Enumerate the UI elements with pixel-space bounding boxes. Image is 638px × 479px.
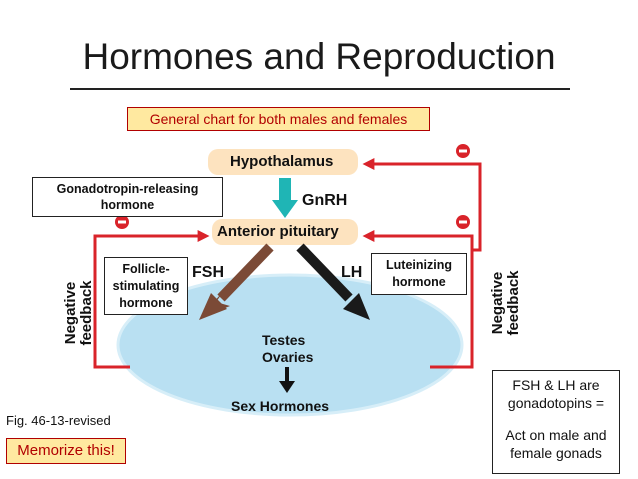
fsh-arrow-shaft — [217, 243, 274, 302]
lh-arrow-head — [343, 293, 370, 320]
hypothalamus-glow — [208, 149, 358, 175]
ovaries-label: Ovaries — [262, 349, 314, 365]
pituitary-glow — [212, 219, 358, 245]
fsh-callout-text: Follicle-stimulating hormone — [112, 262, 180, 310]
lh-label: LH — [341, 264, 363, 281]
memorize-text: Memorize this! — [17, 442, 115, 459]
gonadotropin-info-line1: FSH & LH are gonadotopins = — [507, 377, 605, 411]
inhibition-symbol-top — [456, 144, 470, 158]
lh-callout-text: Luteinizing hormone — [386, 258, 452, 289]
fsh-callout: Follicle-stimulating hormone — [104, 257, 188, 315]
gnrh-label: GnRH — [302, 192, 348, 209]
sex-hormone-arrow-head — [279, 381, 295, 393]
anterior-pituitary-label: Anterior pituitary — [217, 223, 339, 240]
subtitle-box: General chart for both males and females — [127, 107, 430, 131]
right-feedback-loop-pituitary — [362, 230, 474, 369]
testes-label: Testes — [262, 332, 306, 348]
left-feedback-loop — [93, 230, 210, 369]
lh-arrow-shaft — [296, 243, 353, 302]
gonadotropin-info-box: FSH & LH are gonadotopins = Act on male … — [492, 370, 620, 474]
subtitle-text: General chart for both males and females — [149, 111, 408, 127]
memorize-box: Memorize this! — [6, 438, 126, 464]
negative-feedback-right-label: Negative feedback — [489, 270, 522, 336]
right-feedback-loop-hypothalamus — [362, 158, 482, 252]
figure-reference: Fig. 46-13-revised — [6, 413, 111, 428]
negative-feedback-left-label: Negative feedback — [62, 280, 95, 346]
title-underline — [70, 88, 570, 90]
inhibition-symbol-middle — [456, 215, 470, 229]
gonadotropin-info-line2: Act on male and female gonads — [505, 427, 607, 461]
page-title: Hormones and Reproduction — [82, 36, 556, 77]
gnrh-arrow — [272, 178, 298, 218]
gnrh-callout: Gonadotropin-releasing hormone — [32, 177, 223, 217]
sex-hormones-label: Sex Hormones — [231, 398, 330, 414]
fsh-label: FSH — [192, 264, 224, 281]
gnrh-callout-text: Gonadotropin-releasing hormone — [56, 182, 199, 212]
inhibition-symbol-left — [115, 215, 129, 229]
hypothalamus-label: Hypothalamus — [230, 153, 334, 170]
lh-callout: Luteinizing hormone — [371, 253, 467, 295]
